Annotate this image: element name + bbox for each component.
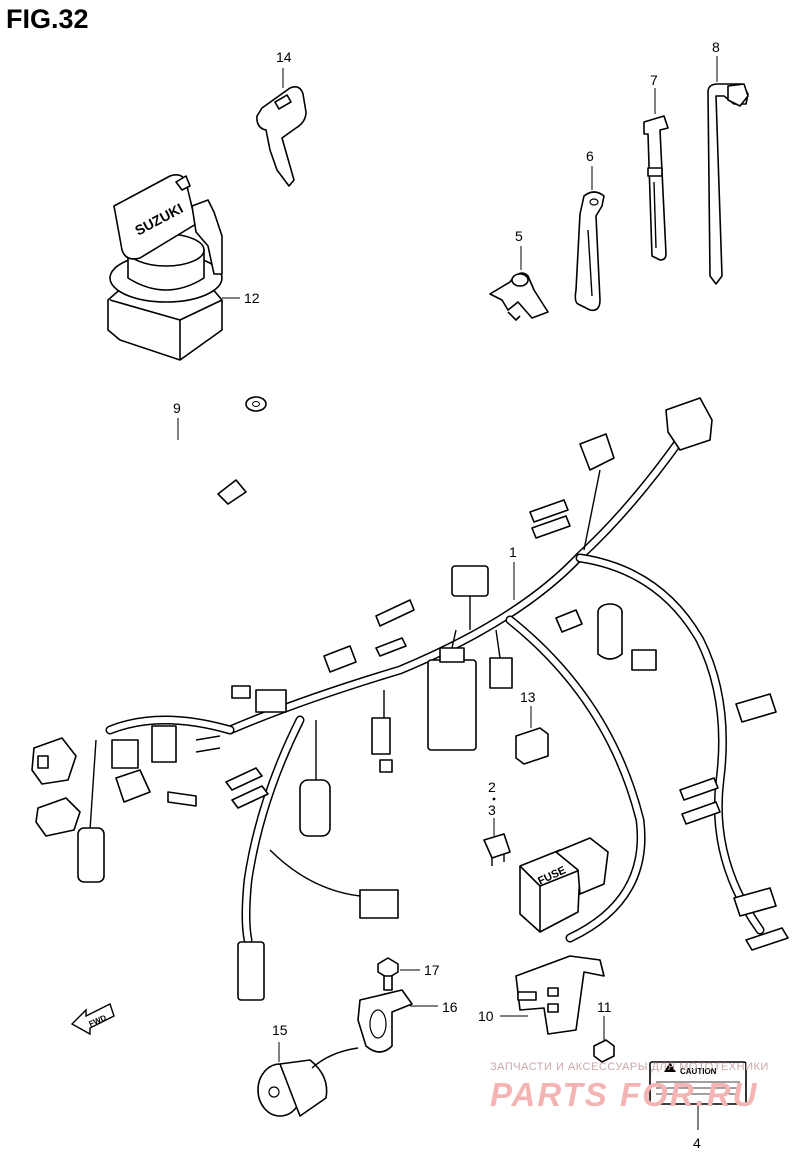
caution-text: CAUTION	[680, 1067, 717, 1076]
callout-3: 3	[488, 802, 496, 818]
callout-1: 1	[509, 544, 517, 560]
fuse-box: FUSE	[519, 837, 609, 933]
callout-10: 10	[478, 1008, 494, 1024]
tie-clamp-8	[707, 83, 749, 285]
figure-title: FIG.32	[6, 4, 89, 34]
clamp-5	[489, 272, 549, 321]
relay-13	[515, 727, 549, 765]
callout-12: 12	[244, 290, 260, 306]
fwd-direction-arrow: FWD	[70, 1003, 115, 1036]
watermark-line-2: PARTS FOR.RU	[490, 1076, 759, 1113]
fuse-box-bracket-10	[515, 955, 605, 1035]
fuse-2-3	[483, 833, 511, 866]
ignition-switch-12: SUZUKI	[107, 174, 223, 361]
callout-5: 5	[515, 228, 523, 244]
callout-6: 6	[586, 148, 594, 164]
key-14	[256, 86, 307, 187]
band-7	[643, 115, 669, 261]
watermark-line-1: ЗАПЧАСТИ И АКСЕССУАРЫ ДЛЯ МОТОТЕХНИКИ	[490, 1061, 769, 1073]
socket-15	[257, 1047, 359, 1117]
callout-11: 11	[597, 999, 612, 1015]
callout-2: 2	[488, 779, 496, 795]
ground-wire-9	[89, 396, 267, 532]
callout-4: 4	[693, 1135, 701, 1151]
callout-14: 14	[276, 49, 292, 65]
wiring-harness-1	[31, 397, 789, 1001]
callout-16: 16	[442, 999, 458, 1015]
clamp-band-6	[574, 191, 605, 312]
bolt-17	[377, 957, 399, 991]
callout-15: 15	[272, 1022, 288, 1038]
callout-17: 17	[424, 962, 440, 978]
callout-7: 7	[650, 72, 658, 88]
screw-11	[593, 1039, 615, 1063]
bracket-16	[357, 989, 413, 1053]
callout-13: 13	[520, 689, 536, 705]
callout-8: 8	[712, 39, 720, 55]
callout-9: 9	[173, 400, 181, 416]
